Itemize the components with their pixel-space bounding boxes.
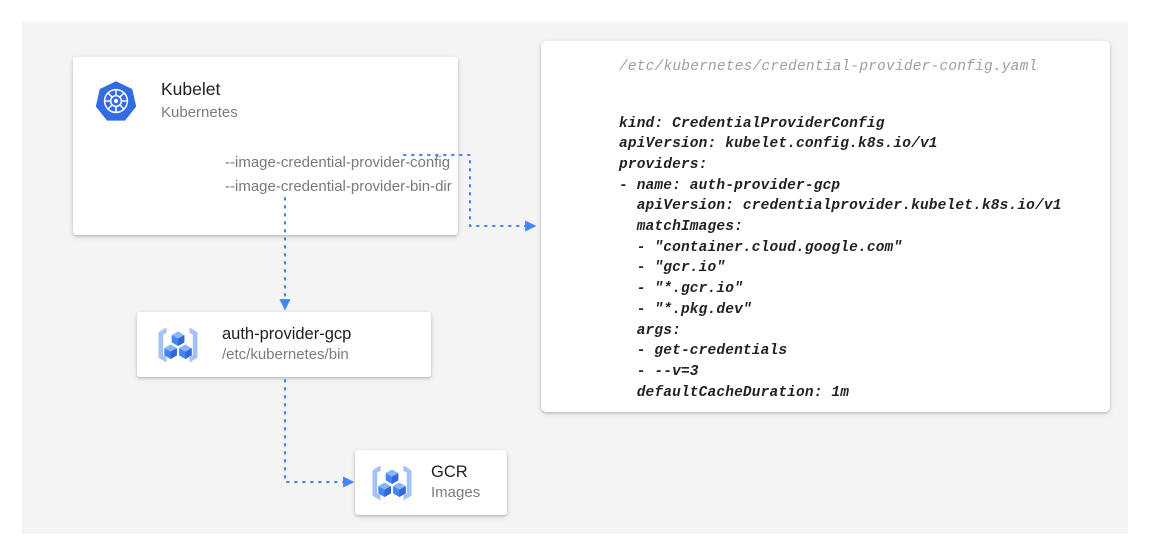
gcr-subtitle: Images — [431, 484, 481, 501]
container-registry-icon — [367, 461, 417, 505]
yaml-content: kind: CredentialProviderConfig apiVersio… — [619, 115, 1062, 401]
kubelet-flag-config: --image-credential-provider-config — [225, 154, 451, 171]
kubelet-title: Kubelet — [161, 79, 221, 99]
gcr-title: GCR — [431, 463, 468, 481]
kubernetes-icon — [94, 79, 138, 123]
credential-provider-config-card[interactable]: /etc/kubernetes/credential-provider-conf… — [541, 41, 1110, 412]
kubelet-subtitle: Kubernetes — [161, 104, 238, 121]
auth-provider-gcp-card[interactable]: auth-provider-gcp /etc/kubernetes/bin — [137, 312, 431, 377]
kubelet-card[interactable]: Kubelet Kubernetes --image-credential-pr… — [73, 57, 458, 235]
auth-provider-card-titles: auth-provider-gcp /etc/kubernetes/bin — [222, 324, 351, 365]
kubelet-flag-bin-dir: --image-credential-provider-bin-dir — [225, 178, 452, 195]
yaml-file-path: /etc/kubernetes/credential-provider-conf… — [619, 59, 1038, 75]
kubelet-card-titles: Kubelet Kubernetes — [161, 77, 238, 123]
gcr-card-titles: GCR Images — [431, 462, 480, 503]
container-registry-icon — [153, 323, 203, 367]
gcr-card[interactable]: GCR Images — [355, 450, 507, 515]
auth-provider-title: auth-provider-gcp — [222, 325, 352, 343]
auth-provider-subtitle: /etc/kubernetes/bin — [222, 346, 349, 363]
kubelet-card-header: Kubelet Kubernetes — [94, 77, 238, 123]
kubelet-flag-list: --image-credential-provider-config --ima… — [225, 151, 452, 199]
